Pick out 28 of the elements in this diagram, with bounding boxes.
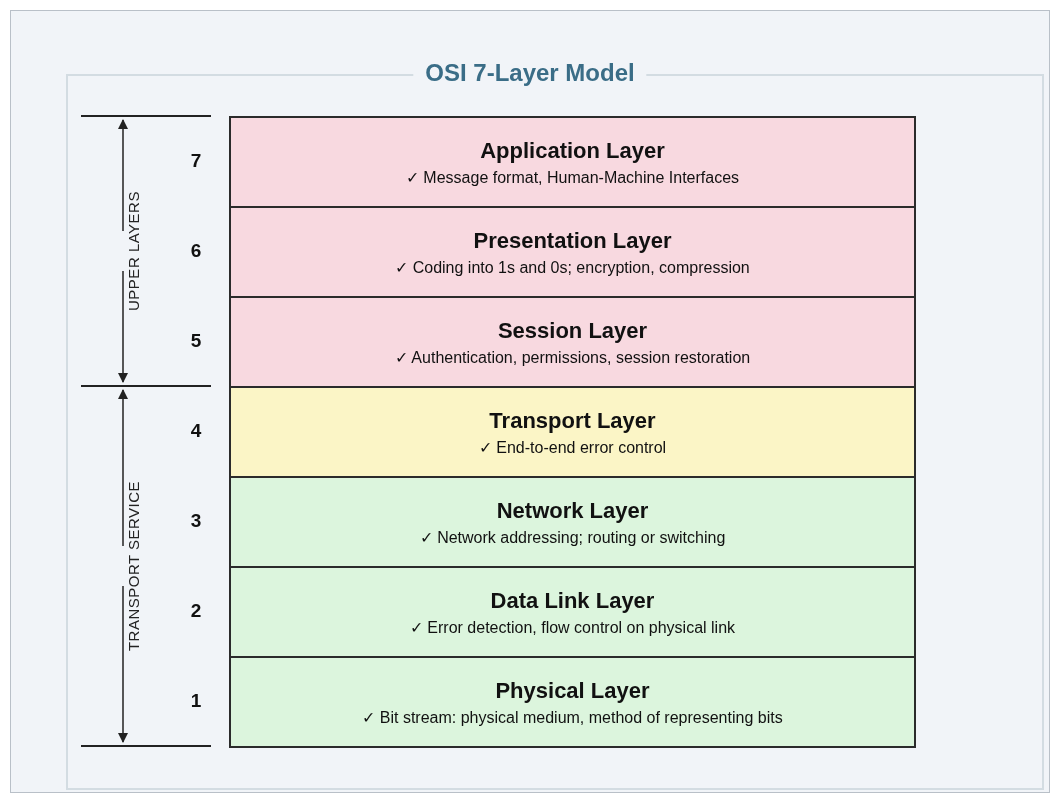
- layer-title: Network Layer: [496, 497, 649, 524]
- layer-box: [229, 206, 916, 298]
- layer-title: Data Link Layer: [490, 587, 655, 614]
- layer-description: ✓ Authentication, permissions, session restoration: [394, 347, 751, 367]
- layer-description: ✓ Network addressing; routing or switching: [419, 527, 726, 547]
- layer-box: [229, 386, 916, 478]
- layer-number: 6: [189, 240, 203, 262]
- layer-box: [229, 656, 916, 748]
- layer-box: [229, 116, 916, 208]
- layer-title: Transport Layer: [489, 407, 656, 434]
- layer-title: Presentation Layer: [473, 227, 672, 254]
- layer-number: 3: [189, 510, 203, 532]
- layer-box: [229, 296, 916, 388]
- layer-number: 4: [189, 420, 203, 442]
- layer-box: [229, 476, 916, 568]
- layer-number: 2: [189, 600, 203, 622]
- layer-description: ✓ Bit stream: physical medium, method of representing bits: [362, 707, 783, 727]
- layer-title: Physical Layer: [495, 677, 650, 704]
- layer-number: 1: [189, 690, 203, 712]
- layer-description: ✓ Message format, Human-Machine Interfaces: [405, 167, 740, 187]
- layer-description: ✓ Coding into 1s and 0s; encryption, compression: [395, 257, 750, 277]
- layer-description: ✓ End-to-end error control: [478, 437, 667, 457]
- layer-number: 7: [189, 150, 203, 172]
- layer-description: ✓ Error detection, flow control on physical link: [409, 617, 736, 637]
- layer-title: Session Layer: [497, 317, 648, 344]
- layer-title: Application Layer: [480, 137, 665, 164]
- layer-number: 5: [189, 330, 203, 352]
- layer-box: [229, 566, 916, 658]
